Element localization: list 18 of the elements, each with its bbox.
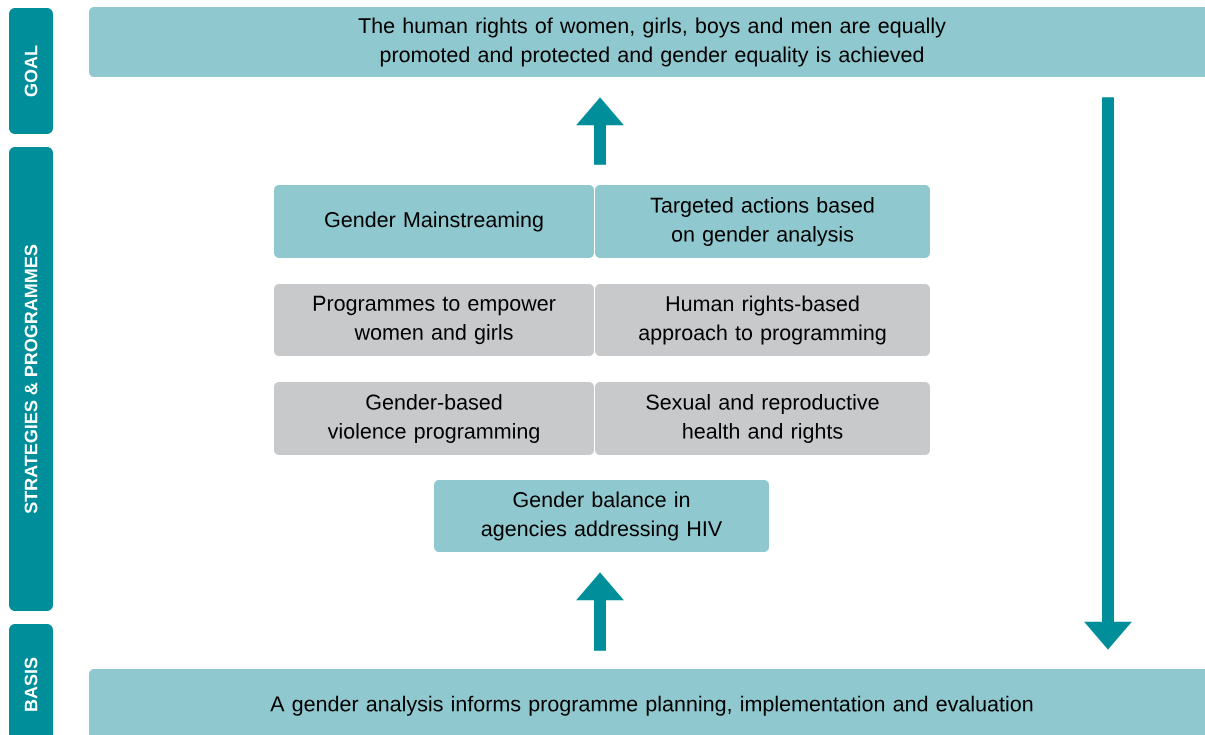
section-tab: GOAL: [9, 8, 53, 134]
programme-box: Human rights-based approach to programming: [595, 284, 930, 356]
goal-box: The human rights of women, girls, boys and men are equally promoted and protected and gender equality is achieved: [89, 7, 1205, 77]
node-label: Programmes to empower women and girls: [313, 295, 556, 345]
node-label: Gender Mainstreaming: [325, 211, 543, 232]
strategy-box: Targeted actions based on gender analysis: [595, 185, 930, 258]
strategy-box: Gender Mainstreaming: [274, 185, 594, 258]
strategy-box: Gender balance in agencies addressing HIV: [434, 480, 769, 552]
node-label: Gender-based violence programming: [327, 393, 539, 444]
basis-box: A gender analysis informs programme planning, implementation and evaluation: [89, 669, 1205, 735]
programme-box: Programmes to empower women and girls: [274, 284, 594, 356]
section-tab: STRATEGIES & PROGRAMMES: [9, 147, 53, 611]
section-tab: BASIS: [9, 624, 53, 735]
node-label: Sexual and reproductive health and rights: [646, 393, 879, 444]
node-label: Human rights-based approach to programming: [639, 295, 886, 345]
node-label: Targeted actions based on gender analysis: [650, 196, 874, 247]
programme-box: Sexual and reproductive health and rights: [595, 382, 930, 455]
programme-box: Gender-based violence programming: [274, 382, 594, 455]
